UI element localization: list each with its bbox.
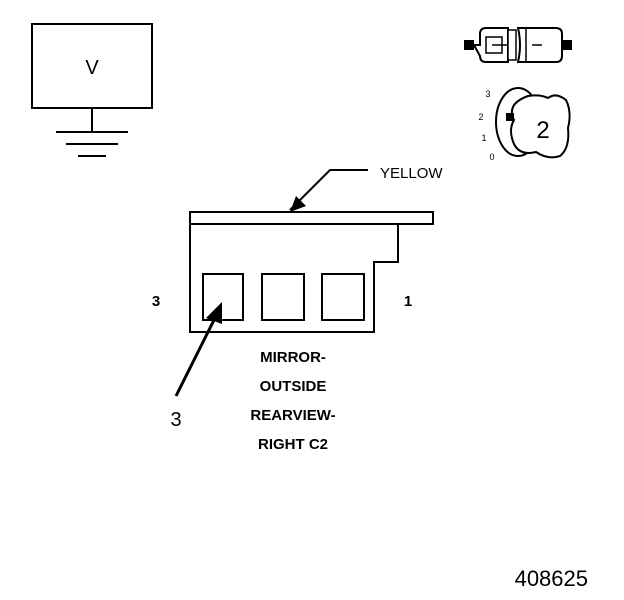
connector-c2: 3 1 — [152, 211, 434, 333]
dial-tick-0: 0 — [489, 152, 494, 162]
connector-name-line-3: REARVIEW- — [250, 407, 335, 424]
terminal-probe-icon — [464, 27, 572, 63]
dial-value: 2 — [536, 117, 549, 144]
dial-tick-2: 2 — [478, 112, 483, 122]
connector-name-line-4: RIGHT C2 — [258, 436, 328, 453]
connector-name-line-1: MIRROR- — [260, 349, 326, 366]
voltmeter: V — [31, 23, 153, 157]
voltmeter-label: V — [85, 57, 99, 79]
pin-label-left: 3 — [152, 293, 160, 310]
wire-color-label: YELLOW — [380, 165, 443, 182]
voltmeter-box — [31, 23, 153, 109]
cavity-pin-2 — [261, 273, 305, 321]
probe-arrow: 3 — [170, 302, 222, 431]
wire-callout: YELLOW — [289, 165, 443, 212]
pin-label-right: 1 — [404, 293, 412, 310]
connector-name: MIRROR- OUTSIDE REARVIEW- RIGHT C2 — [250, 349, 335, 453]
ground-icon — [56, 131, 128, 157]
figure-number: 408625 — [515, 566, 588, 591]
setting-dial-icon: 3 2 1 0 2 — [478, 87, 571, 162]
cavity-pin-1 — [321, 273, 365, 321]
connector-top-bar — [189, 211, 434, 225]
dial-tick-1: 1 — [481, 133, 486, 143]
probe-callout-number: 3 — [170, 409, 181, 431]
connector-name-line-2: OUTSIDE — [260, 378, 327, 395]
cavity-pin-3 — [202, 273, 244, 321]
dial-tick-3: 3 — [485, 89, 490, 99]
